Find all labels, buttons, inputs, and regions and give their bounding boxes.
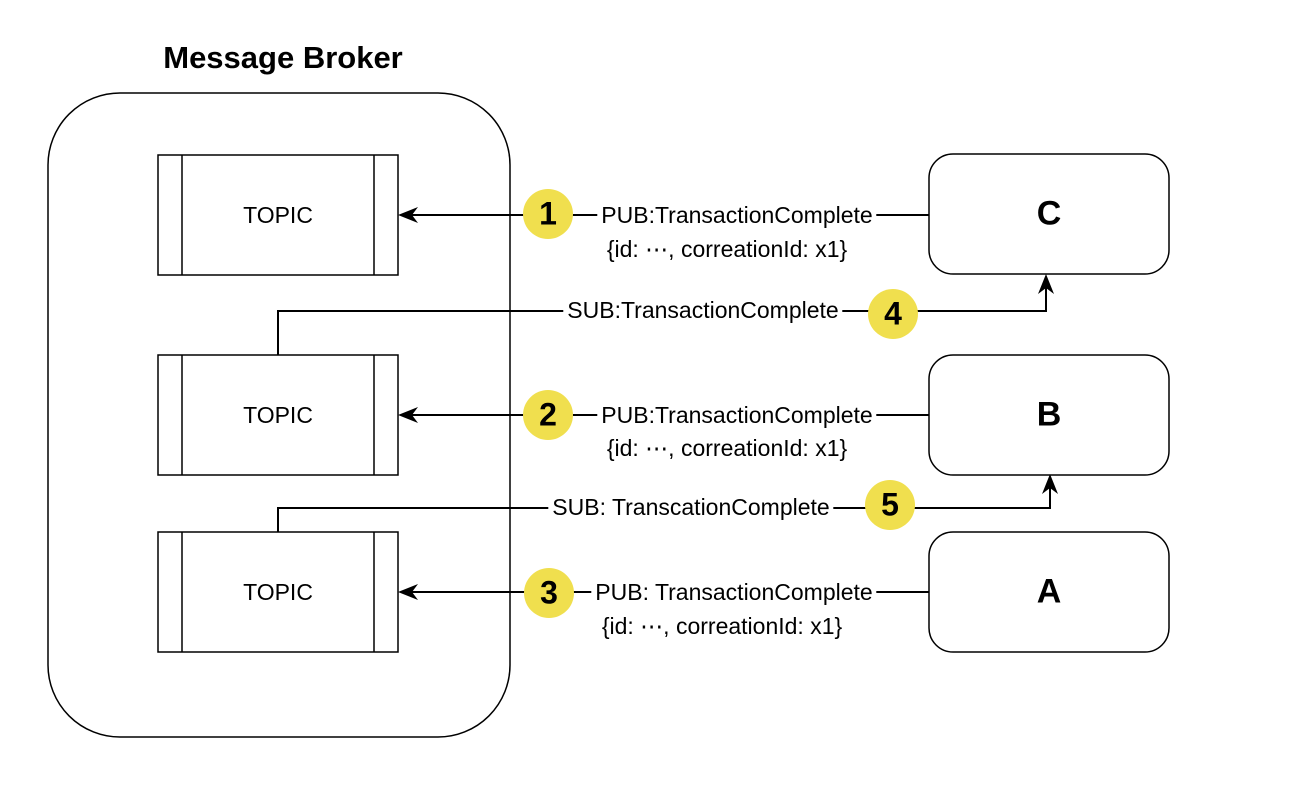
topic-3-box [157,531,399,653]
arrowhead-up-to-service-b [1042,474,1058,494]
topic-1-box [157,154,399,276]
diagram-title: Message Broker [163,40,403,76]
sub-5-label: SUB: TranscationComplete [548,493,834,521]
topic-1-shape [157,154,399,276]
step-circle-4 [868,289,918,339]
service-b-box [928,354,1170,476]
pub-2-label: PUB:TransactionComplete [597,401,877,429]
arrowhead-left-to-topic-2 [398,407,418,423]
topic-2-shape [157,354,399,476]
step-circle-3 [524,568,574,618]
step-number-2: 2 [539,396,557,433]
topic-1-label: TOPIC [243,201,313,228]
step-circle-2 [523,390,573,440]
pub-1-payload: {id: ⋯, correationId: x1} [606,235,848,262]
step-circle-5 [865,480,915,530]
topic-2-box [157,354,399,476]
topic-2-label: TOPIC [243,401,313,428]
sub-4-label: SUB:TransactionComplete [563,296,843,324]
topic-3-shape [157,531,399,653]
step-number-3: 3 [540,574,558,611]
step-number-5: 5 [881,486,899,523]
step-number-4: 4 [884,295,902,332]
arrowhead-up-to-service-c [1038,274,1054,294]
service-b-label: B [1036,395,1062,434]
arrowhead-left-to-topic-1 [398,207,418,223]
step-circle-1 [523,189,573,239]
step-number-1: 1 [539,195,557,232]
pub-2-payload: {id: ⋯, correationId: x1} [606,434,848,461]
service-c-label: C [1036,194,1062,233]
service-a-label: A [1036,572,1062,611]
service-a-box [928,531,1170,653]
pub-1-label: PUB:TransactionComplete [597,201,877,229]
service-c-box [928,153,1170,275]
arrowhead-left-to-topic-3 [398,584,418,600]
pub-3-payload: {id: ⋯, correationId: x1} [601,612,843,639]
topic-3-label: TOPIC [243,578,313,605]
pub-3-label: PUB: TransactionComplete [591,578,877,606]
